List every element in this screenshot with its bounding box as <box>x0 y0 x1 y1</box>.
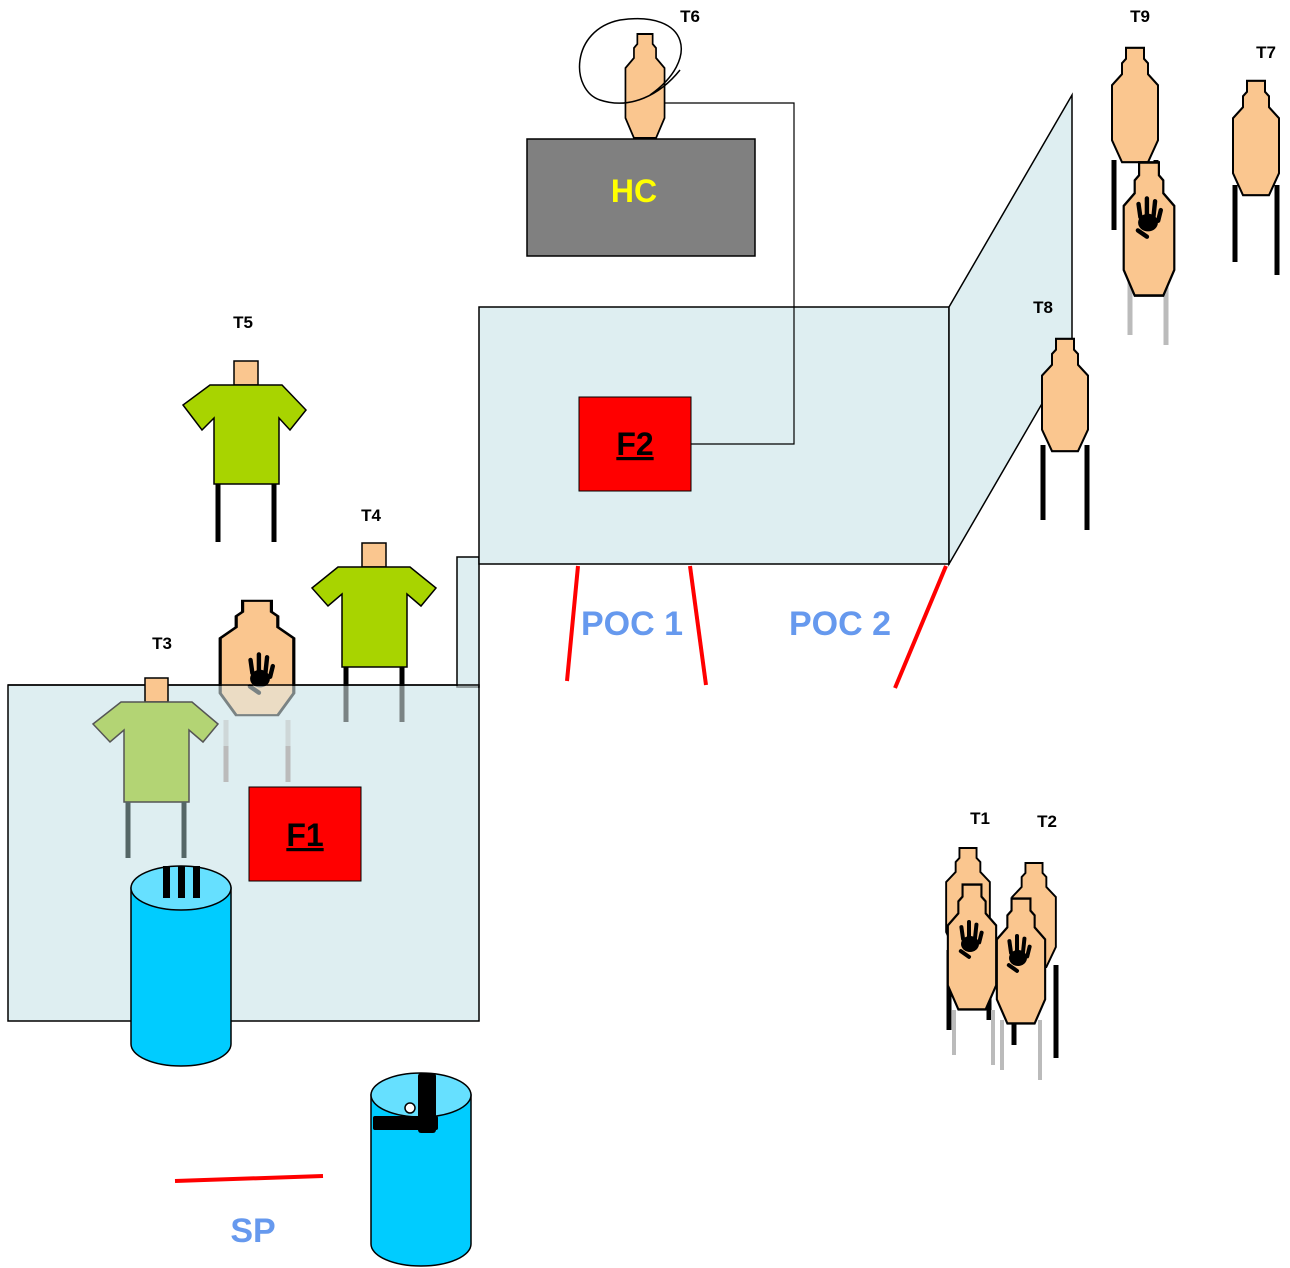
wall-overlay <box>9 686 478 746</box>
label-t9: T9 <box>1130 7 1150 26</box>
poc1-label: POC 1 <box>581 605 683 643</box>
hc-label: HC <box>611 173 657 209</box>
label-t2: T2 <box>1037 812 1057 831</box>
barrel-marks <box>163 866 170 898</box>
barrel-marked <box>130 865 232 1067</box>
target-t7: T7 <box>1231 43 1281 275</box>
door-panel <box>456 556 480 688</box>
barrel-gun <box>370 1072 472 1267</box>
f1-label: F1 <box>286 817 323 853</box>
poc2-label: POC 2 <box>789 605 891 643</box>
hc-box <box>526 138 756 257</box>
label-t1: T1 <box>970 809 990 828</box>
no-shoot-target-t2 <box>995 897 1047 1080</box>
label-t7: T7 <box>1256 43 1276 62</box>
f2-box <box>578 396 692 492</box>
wall-room-f2 <box>478 306 950 565</box>
no-shoot-target-t1 <box>946 883 998 1065</box>
target-t8: T8 <box>1033 298 1090 530</box>
no-shoot-target-t9 <box>1122 161 1176 345</box>
f2-label: F2 <box>616 426 653 462</box>
label-t4: T4 <box>361 506 381 525</box>
label-t5: T5 <box>233 313 253 332</box>
f1-box <box>248 786 362 882</box>
target-t6: T6 <box>578 7 700 139</box>
pistol-icon <box>373 1073 438 1133</box>
label-t3: T3 <box>152 634 172 653</box>
wire-line <box>656 102 795 445</box>
start-position-line <box>174 1174 324 1183</box>
label-t6: T6 <box>680 7 700 26</box>
fault-line-poc1-left <box>565 565 580 682</box>
target-t3: T3 <box>91 634 220 858</box>
wall-angled <box>948 92 1073 567</box>
fault-line-poc1-right <box>688 565 708 686</box>
swing-loop <box>578 17 682 104</box>
sp-label: SP <box>230 1212 275 1250</box>
fault-line-poc2 <box>893 565 948 689</box>
label-t8: T8 <box>1033 298 1053 317</box>
target-t5: T5 <box>181 313 307 542</box>
